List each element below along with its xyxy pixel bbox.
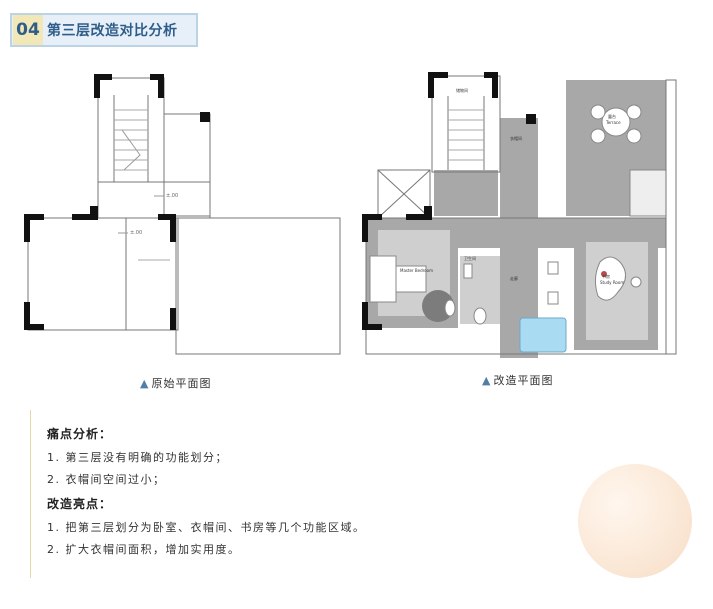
label-bathroom: 卫生间 <box>464 255 476 261</box>
label-terrace-cn: 露台 <box>608 113 616 119</box>
label-terrace-en: Terrace <box>605 120 621 125</box>
caption-renovated: ▲改造平面图 <box>482 372 553 388</box>
original-mark-1: ±.00 <box>166 193 178 199</box>
analysis-notes: 痛点分析： 1. 第三层没有明确的功能划分； 2. 衣帽间空间过小； 改造亮点：… <box>30 410 550 578</box>
highlight-item: 2. 扩大衣帽间面积，增加实用度。 <box>47 543 241 556</box>
label-corridor: 走廊 <box>510 275 518 281</box>
original-floor-plan: ±.00 ±.00 <box>20 70 350 362</box>
renovated-floor-plan: 储物间 衣帽间 走廊 Master Bedroom 卫生间 书房 Study R… <box>360 70 690 362</box>
pain-point-item: 2. 衣帽间空间过小； <box>47 473 166 486</box>
section-title-box: 04 第三层改造对比分析 <box>10 13 198 47</box>
label-closet: 衣帽间 <box>510 135 522 141</box>
triangle-icon: ▲ <box>140 377 150 390</box>
label-storage: 储物间 <box>456 87 468 93</box>
section-number: 04 <box>13 15 43 45</box>
original-mark-2: ±.00 <box>130 230 142 236</box>
highlights-title: 改造亮点： <box>47 497 113 511</box>
label-master-bedroom: Master Bedroom <box>400 268 433 273</box>
renovated-plan-drawing: 储物间 衣帽间 走廊 Master Bedroom 卫生间 书房 Study R… <box>362 72 677 358</box>
label-study-room: Study Room <box>600 280 624 285</box>
caption-original: ▲原始平面图 <box>140 375 211 391</box>
pain-point-item: 1. 第三层没有明确的功能划分； <box>47 451 228 464</box>
highlight-item: 1. 把第三层划分为卧室、衣帽间、书房等几个功能区域。 <box>47 521 366 534</box>
caption-original-text: 原始平面图 <box>151 377 212 390</box>
caption-renovated-text: 改造平面图 <box>493 374 554 387</box>
label-study: 书房 <box>602 273 610 279</box>
triangle-icon: ▲ <box>482 374 492 387</box>
decorative-gradient-circle <box>578 464 692 578</box>
pain-points-title: 痛点分析： <box>47 427 113 441</box>
section-title: 第三层改造对比分析 <box>47 23 178 39</box>
original-plan-drawing: ±.00 ±.00 <box>24 74 341 355</box>
